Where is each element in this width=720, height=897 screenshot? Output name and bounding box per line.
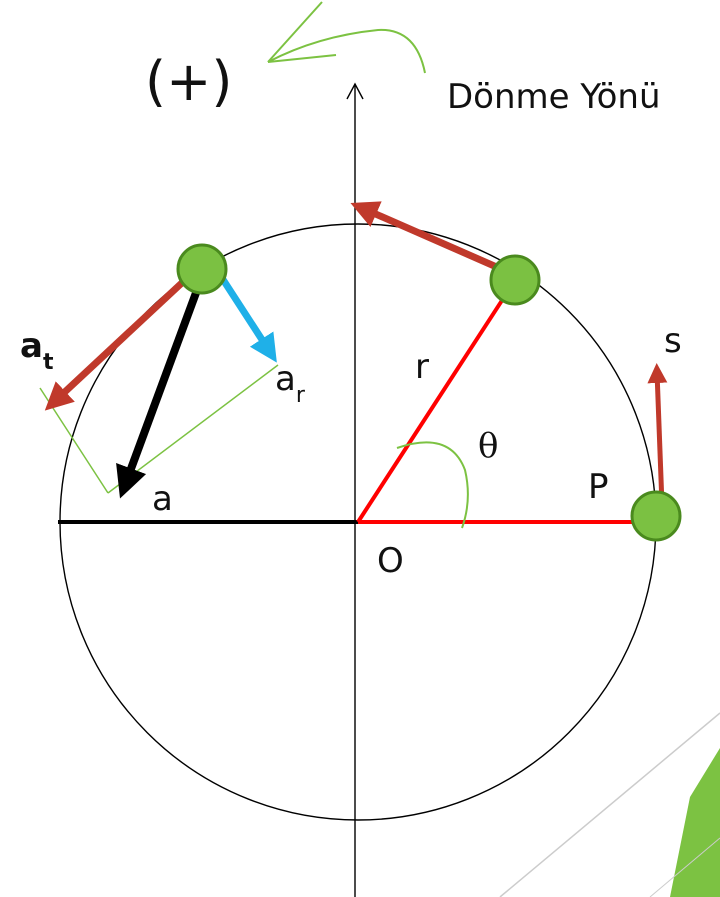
origin-label: O xyxy=(377,541,404,581)
rotation-direction-label: Dönme Yönü xyxy=(447,77,661,117)
tangential-acceleration-label: at xyxy=(20,326,54,375)
arc-length-label: s xyxy=(664,321,682,361)
arc-length-vector xyxy=(647,363,668,506)
green-dot-icon xyxy=(630,490,682,542)
tangential-acceleration-base: a xyxy=(20,326,43,366)
y-axis xyxy=(346,82,364,897)
positive-sign-label: (+) xyxy=(145,50,232,113)
radius-lines xyxy=(356,283,655,524)
tangential-acceleration-sub: t xyxy=(43,350,54,375)
angle-label: θ xyxy=(478,426,498,466)
point-p-label: P xyxy=(588,467,609,507)
tangential-acceleration-vector xyxy=(44,277,188,411)
green-dot-icon xyxy=(489,254,541,306)
angle-arc xyxy=(396,441,469,529)
radius-label: r xyxy=(415,347,429,387)
radial-acceleration-base: a xyxy=(275,359,296,399)
radial-acceleration-label: ar xyxy=(275,359,306,408)
green-dot-icon xyxy=(176,243,228,295)
particles xyxy=(176,243,682,542)
radial-acceleration-sub: r xyxy=(296,383,306,408)
radial-acceleration-vector xyxy=(219,276,277,363)
curved-arrow-icon xyxy=(267,1,426,74)
corner-decoration xyxy=(499,712,720,897)
acceleration-label: a xyxy=(152,479,173,519)
velocity-vector xyxy=(350,201,510,276)
total-acceleration-vector xyxy=(116,280,204,499)
